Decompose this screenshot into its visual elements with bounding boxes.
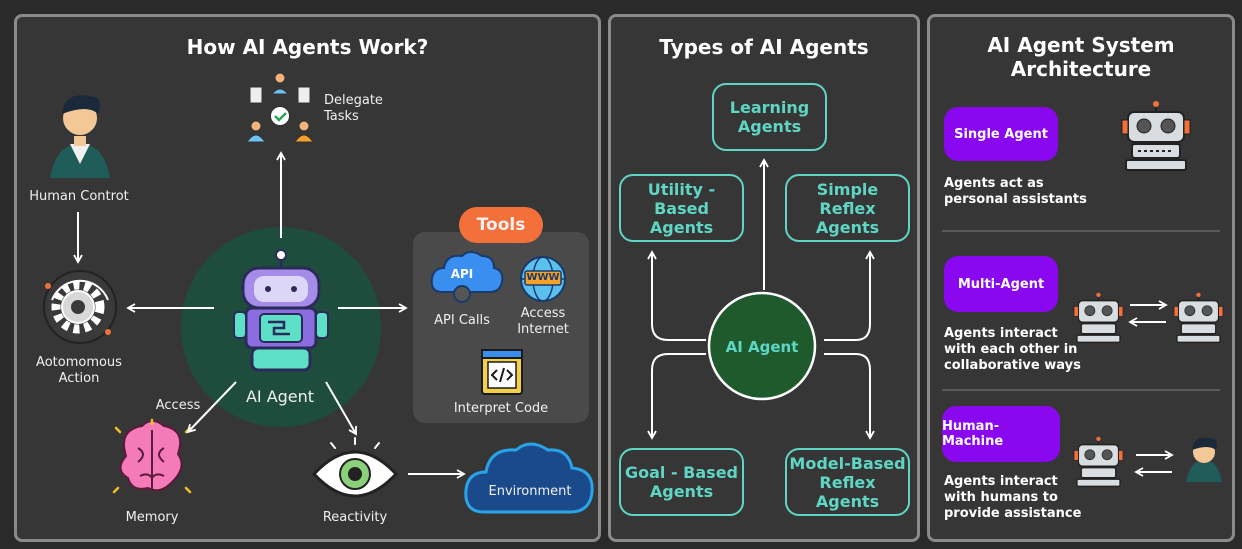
reactivity-label: Reactivity (322, 510, 388, 525)
tools-title-pill (459, 207, 543, 243)
cloud-icon (464, 442, 594, 514)
simple-reflex-agents-box: Simple Reflex Agents (785, 174, 910, 242)
panel-title: Types of AI Agents (659, 35, 869, 59)
single-agent-pill: Single Agent (944, 107, 1058, 161)
api-badge-text: API (450, 267, 474, 281)
model-based-reflex-agents-box: Model-Based Reflex Agents (785, 448, 910, 516)
single-agent-description: Agents act as personal assistants (944, 176, 1087, 207)
ai-agent-label: AI Agent (245, 387, 315, 406)
ai-agent-center-label: AI Agent (725, 338, 799, 356)
delegate-tasks-label: Delegate Tasks (324, 93, 383, 124)
arrow-to-simple (824, 250, 875, 341)
human-control-label: Human Controt (29, 189, 129, 204)
arrow-to-model (824, 353, 875, 440)
api-calls-label: API Calls (434, 313, 490, 328)
human-icon (50, 95, 110, 178)
panel-title: AI Agent System Architecture (987, 33, 1175, 81)
api-icon (430, 251, 504, 303)
learning-agents-box: Learning Agents (712, 83, 827, 151)
code-icon (481, 349, 523, 395)
robot-small-icon-multi-a (1073, 292, 1124, 344)
environment-label: Environment (488, 484, 572, 499)
goal-based-agents-box: Goal - Based Agents (619, 448, 744, 516)
panel-title: How AI Agents Work? (186, 35, 429, 59)
robot-small-icon-multi-b (1173, 292, 1224, 344)
robot-icon (233, 249, 329, 372)
eye-icon (311, 437, 399, 498)
ai-agent-center-circle (707, 291, 817, 401)
delegate-tasks-icon (246, 72, 314, 143)
divider (942, 230, 1220, 232)
brain-icon (112, 418, 192, 494)
www-globe-icon (520, 256, 566, 302)
robot-small-icon-single (1121, 101, 1191, 171)
access-label: Access (155, 398, 201, 413)
human-machine-pill: Human-Machine (942, 406, 1060, 462)
gear-icon (43, 270, 117, 344)
divider (942, 389, 1220, 391)
robot-small-icon-human-machine (1073, 436, 1124, 488)
arrow-to-memory (186, 381, 237, 434)
human-small-icon (1186, 437, 1222, 482)
interpret-code-label: Interpret Code (453, 401, 549, 416)
multi-agent-pill: Multi-Agent (944, 256, 1058, 312)
arrow-to-reactivity (325, 381, 357, 436)
multi-agent-description: Agents interact with each other in colla… (944, 326, 1081, 373)
arrow-to-goal (647, 353, 706, 440)
memory-label: Memory (125, 510, 179, 525)
autonomous-action-label: Aotomomous Action (36, 355, 122, 386)
access-internet-label: Access Internet (517, 306, 569, 337)
www-badge-text: WWW (526, 272, 560, 283)
tools-title: Tools (476, 215, 526, 235)
human-machine-description: Agents interact with humans to provide a… (944, 474, 1082, 521)
arrow-to-utility (647, 250, 706, 341)
utility-based-agents-box: Utility - Based Agents (619, 174, 744, 242)
